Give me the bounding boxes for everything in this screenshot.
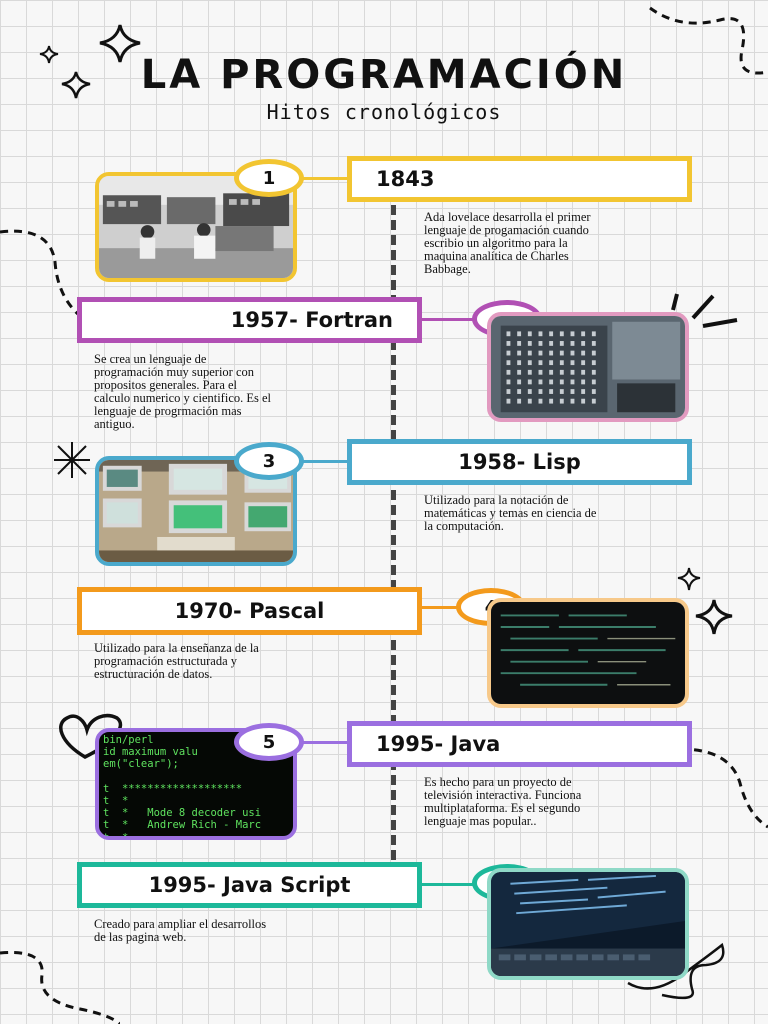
- code-line: em("clear");: [103, 758, 179, 771]
- dashed-curve-icon: [649, 6, 768, 75]
- milestone-3-number: 3: [234, 442, 304, 480]
- page-subtitle: Hitos cronológicos: [266, 100, 502, 124]
- milestone-6-description: Creado para ampliar el desarrollos de la…: [94, 917, 267, 944]
- milestone-3-connector: [300, 460, 355, 463]
- page-title: LA PROGRAMACIÓN: [140, 52, 628, 98]
- timeline-line: [391, 205, 396, 860]
- burst-lines-icon: [671, 293, 738, 328]
- milestone-4-connector: [420, 606, 465, 609]
- sparkle-icon: [39, 24, 141, 99]
- code-line: id maximum valu: [103, 746, 198, 759]
- milestone-5-connector: [300, 741, 355, 744]
- milestone-1-description: Ada lovelace desarrolla el primer lengua…: [424, 210, 591, 276]
- milestone-3-year: 1958- Lisp: [347, 439, 692, 485]
- code-line: t * Andrew Rich - Marc: [103, 819, 262, 832]
- milestone-4-description: Utilizado para la enseñanza de la progra…: [94, 641, 259, 681]
- code-line: bin/perl: [103, 734, 154, 746]
- milestone-4-photo: [487, 598, 689, 708]
- code-line: [103, 771, 293, 783]
- milestone-6-photo: [487, 868, 689, 980]
- milestone-3-photo: [95, 456, 297, 566]
- milestone-1-year: 1843: [347, 156, 692, 202]
- milestone-2-description: Se crea un lenguaje de programación muy …: [94, 352, 272, 431]
- milestone-5-description: Es hecho para un proyecto de televisión …: [424, 775, 582, 828]
- dashed-curve-icon: [0, 950, 120, 1024]
- milestone-5-year: 1995- Java: [347, 721, 692, 767]
- milestone-4-year: 1970- Pascal: [77, 587, 422, 635]
- milestone-2-year: 1957- Fortran: [77, 297, 422, 343]
- code-line: t *: [103, 831, 129, 840]
- code-line: t *: [103, 795, 129, 808]
- code-line: t * Mode 8 decoder usi: [103, 807, 262, 820]
- milestone-6-year: 1995- Java Script: [77, 862, 422, 908]
- milestone-1-connector: [300, 177, 355, 180]
- milestone-2-connector: [420, 318, 475, 321]
- milestone-6-connector: [420, 883, 475, 886]
- milestone-2-photo: [487, 312, 689, 422]
- code-line: t *******************: [103, 782, 243, 795]
- milestone-5-number: 5: [234, 723, 304, 761]
- milestone-1-number: 1: [234, 159, 304, 197]
- sparkle-icon: [677, 567, 733, 635]
- asterisk-icon: [54, 442, 90, 478]
- milestone-3-description: Utilizado para la notación de matemática…: [424, 493, 597, 533]
